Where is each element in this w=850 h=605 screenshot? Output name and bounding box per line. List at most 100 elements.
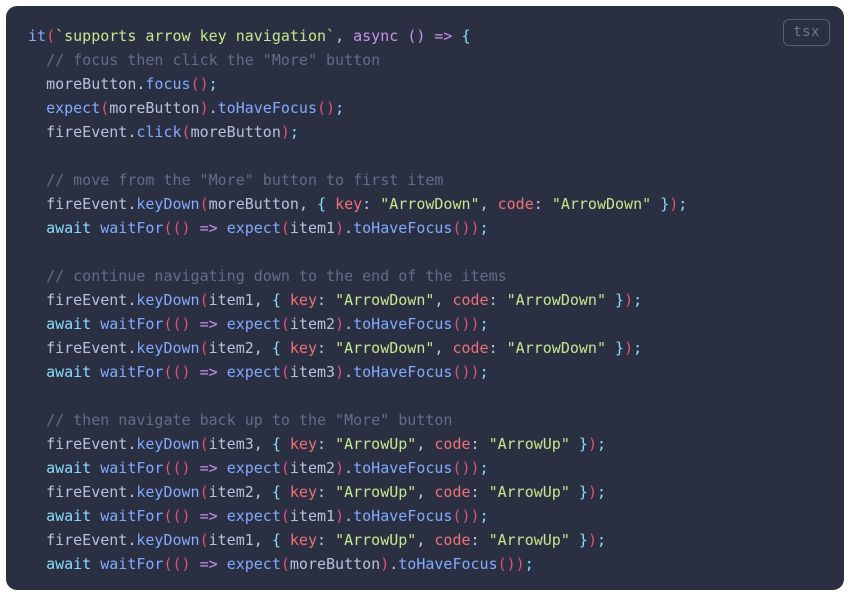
code-token: ) xyxy=(326,99,336,117)
code-token: { xyxy=(271,483,281,501)
code-token xyxy=(91,555,100,573)
code-token: key xyxy=(335,195,363,213)
code-token: toHaveFocus xyxy=(217,99,317,117)
code-token: key xyxy=(289,291,317,309)
code-token: ) xyxy=(335,219,345,237)
code-scroll-area[interactable]: it(`supports arrow key navigation`, asyn… xyxy=(6,6,844,590)
code-token xyxy=(281,435,290,453)
code-token xyxy=(28,195,46,213)
code-line xyxy=(28,144,828,168)
code-token xyxy=(28,291,46,309)
code-token: "ArrowDown" xyxy=(506,339,606,357)
code-token: "ArrowDown" xyxy=(506,291,606,309)
code-token: } xyxy=(660,195,670,213)
code-line: await waitFor(() => expect(item3).toHave… xyxy=(28,360,828,384)
code-token: ( xyxy=(452,363,462,381)
code-token: } xyxy=(578,435,588,453)
code-token: () xyxy=(172,363,191,381)
code-token: , xyxy=(253,483,263,501)
code-token: { xyxy=(271,531,281,549)
code-token: , xyxy=(298,195,308,213)
code-token: () xyxy=(172,555,191,573)
code-token: () xyxy=(172,219,191,237)
code-token: "ArrowDown" xyxy=(335,339,435,357)
code-line: fireEvent.keyDown(moreButton, { key: "Ar… xyxy=(28,192,828,216)
code-token xyxy=(570,435,579,453)
code-token: : xyxy=(317,339,327,357)
code-token: . xyxy=(136,75,146,93)
code-token: ( xyxy=(46,27,56,45)
code-token: ( xyxy=(280,219,290,237)
code-token: item2 xyxy=(208,483,254,501)
code-token: ) xyxy=(624,339,634,357)
code-token: expect xyxy=(226,555,281,573)
code-token: waitFor xyxy=(100,555,164,573)
code-token: item1 xyxy=(208,291,254,309)
code-token: await xyxy=(46,315,92,333)
code-token xyxy=(281,531,290,549)
code-token: ) xyxy=(587,483,597,501)
code-token: ( xyxy=(163,219,173,237)
code-token: "ArrowDown" xyxy=(551,195,652,213)
code-token: ; xyxy=(335,99,345,117)
code-token: fireEvent xyxy=(46,195,128,213)
code-token xyxy=(28,555,46,573)
code-token: , xyxy=(416,435,426,453)
code-token: `supports arrow key navigation` xyxy=(55,27,336,45)
code-token: . xyxy=(344,507,354,525)
code-token: ; xyxy=(479,459,489,477)
code-token: expect xyxy=(226,459,281,477)
code-token xyxy=(191,555,200,573)
code-token: , xyxy=(253,435,263,453)
code-line: // move from the "More" button to first … xyxy=(28,168,828,192)
code-token xyxy=(191,219,200,237)
code-line: fireEvent.keyDown(item1, { key: "ArrowDo… xyxy=(28,288,828,312)
code-token: code xyxy=(434,435,471,453)
code-token xyxy=(218,459,227,477)
code-token: key xyxy=(289,339,317,357)
code-token: "ArrowDown" xyxy=(335,291,435,309)
code-token xyxy=(480,483,489,501)
code-token: ( xyxy=(163,363,173,381)
code-token: code xyxy=(434,483,471,501)
code-token: () xyxy=(407,27,426,45)
code-token: )) xyxy=(461,507,480,525)
code-token: { xyxy=(271,435,281,453)
code-token xyxy=(191,459,200,477)
code-token xyxy=(543,195,552,213)
code-token: // focus then click the "More" button xyxy=(46,51,381,69)
code-token: toHaveFocus xyxy=(353,315,453,333)
code-token: => xyxy=(199,507,218,525)
code-token: fireEvent xyxy=(46,339,128,357)
code-content[interactable]: it(`supports arrow key navigation`, asyn… xyxy=(28,24,828,590)
code-token: expect xyxy=(226,363,281,381)
code-token: ( xyxy=(163,459,173,477)
language-badge: tsx xyxy=(783,19,830,46)
code-token: : xyxy=(470,531,480,549)
code-token: ; xyxy=(479,507,489,525)
code-token: focus xyxy=(145,75,191,93)
code-token: )) xyxy=(461,363,480,381)
code-token: , xyxy=(416,531,426,549)
code-token: ( xyxy=(199,291,209,309)
code-token: waitFor xyxy=(100,219,164,237)
code-token xyxy=(263,435,272,453)
code-token xyxy=(218,315,227,333)
code-token: => xyxy=(199,363,218,381)
code-token xyxy=(308,195,317,213)
code-token: . xyxy=(127,435,137,453)
code-token: () xyxy=(172,459,191,477)
code-token: ; xyxy=(633,291,643,309)
code-token: // move from the "More" button to first … xyxy=(46,171,444,189)
code-token: toHaveFocus xyxy=(353,363,453,381)
code-line: await waitFor(() => expect(item2).toHave… xyxy=(28,456,828,480)
code-token: ( xyxy=(163,315,173,333)
code-token xyxy=(281,339,290,357)
code-token: waitFor xyxy=(100,315,164,333)
code-token xyxy=(263,483,272,501)
code-token: ( xyxy=(199,435,209,453)
code-token: ; xyxy=(596,435,606,453)
code-token: } xyxy=(578,483,588,501)
code-token: )) xyxy=(461,315,480,333)
code-token xyxy=(218,555,227,573)
